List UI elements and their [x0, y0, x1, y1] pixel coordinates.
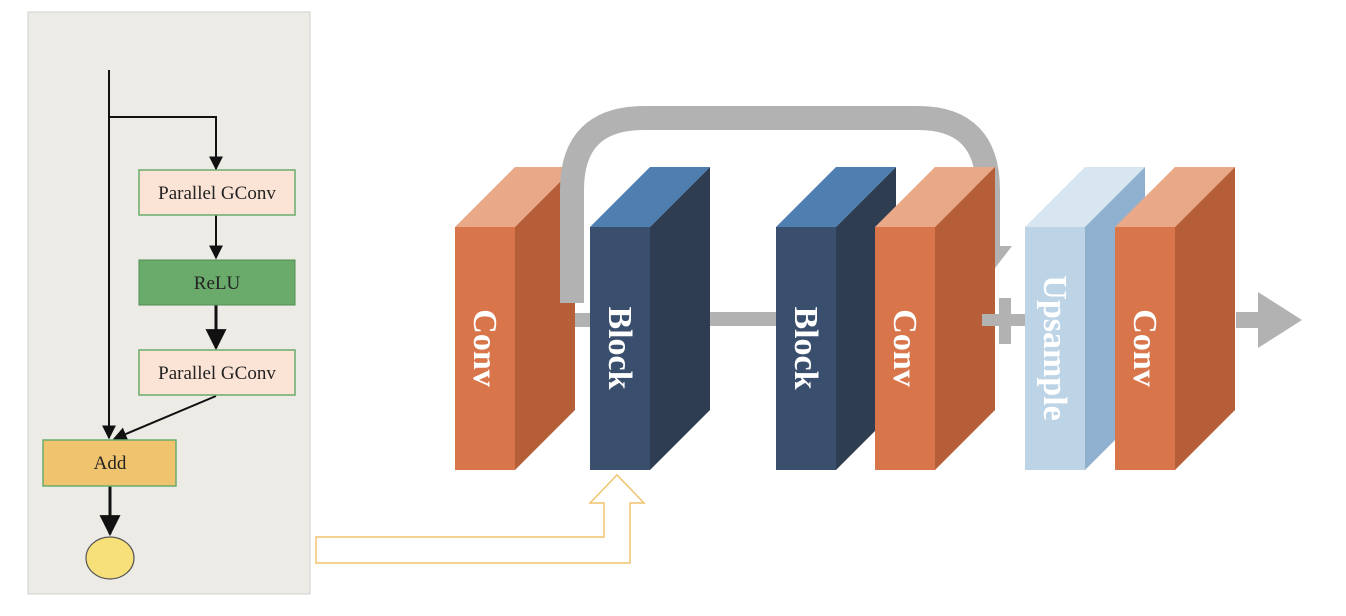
plus-sign: [982, 298, 1028, 344]
layer-conv-2: Conv: [875, 167, 995, 470]
relu-box: ReLU: [138, 259, 296, 306]
conv-to-add-line: [112, 395, 217, 441]
parallel-gconv-box-2: Parallel GConv: [138, 349, 296, 396]
output-arrow: [1236, 292, 1302, 348]
branch-line: [109, 116, 223, 171]
add-label: Add: [94, 453, 127, 474]
layer-label-conv-1: Conv: [466, 309, 503, 386]
layer-label-upsample: Upsample: [1036, 275, 1073, 420]
parallel-gconv-label-2: Parallel GConv: [158, 363, 276, 384]
relu-label: ReLU: [194, 273, 241, 294]
parallel-gconv-box-1: Parallel GConv: [138, 169, 296, 216]
add-box: Add: [42, 439, 177, 487]
layer-label-conv-2: Conv: [886, 309, 923, 386]
skip-connection-arrow: [560, 106, 1000, 303]
layer-label-conv-3: Conv: [1126, 309, 1163, 386]
layer-conv-3: Conv: [1115, 167, 1235, 470]
layer-label-block-1: Block: [601, 306, 638, 389]
parallel-gconv-label-1: Parallel GConv: [158, 183, 276, 204]
callout-arrow: [315, 473, 646, 564]
layer-conv-1: Conv: [455, 167, 575, 470]
layer-label-block-2: Block: [787, 306, 824, 389]
layer-block-1: Block: [590, 167, 710, 470]
output-node: [85, 536, 135, 580]
residual-flow-lines: [99, 70, 227, 537]
